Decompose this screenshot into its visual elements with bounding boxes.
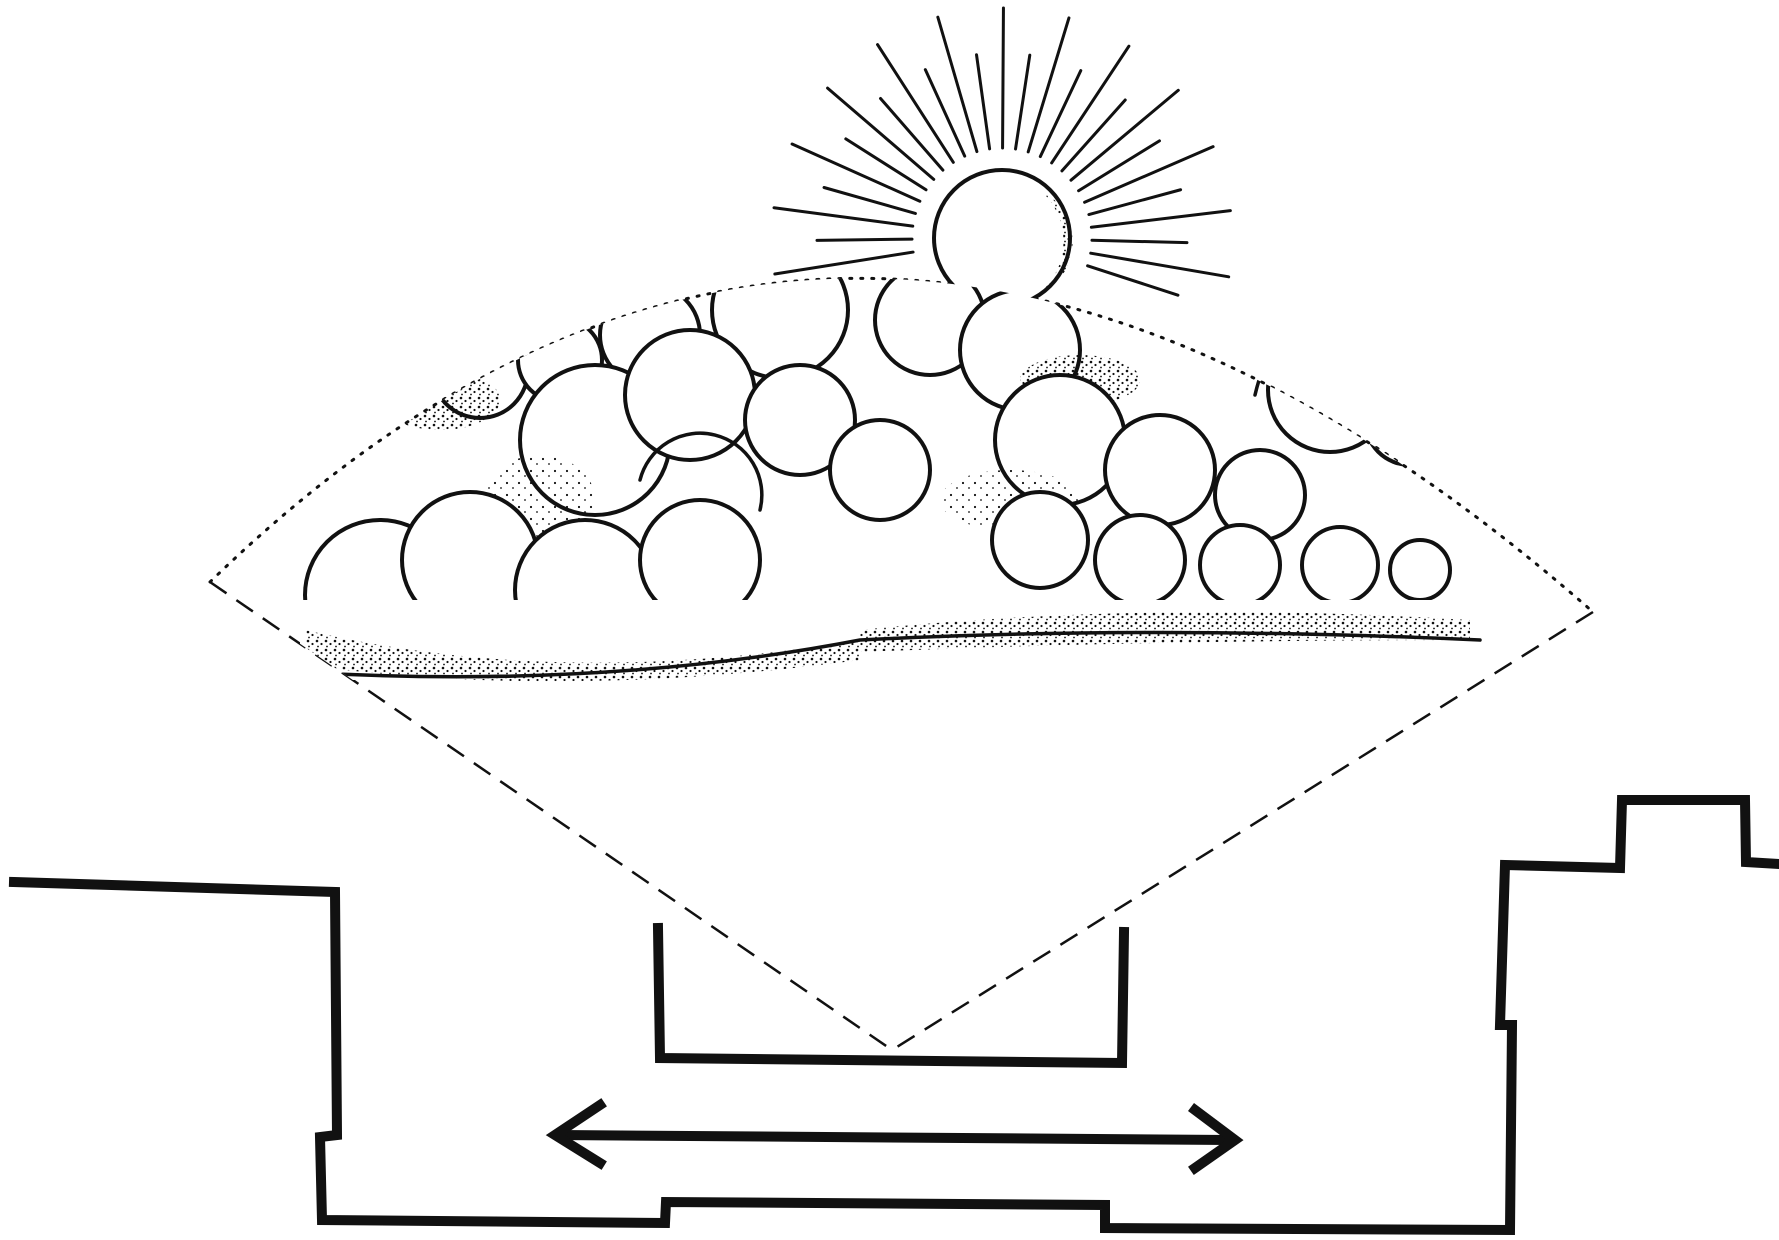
- sun-ray: [1003, 8, 1004, 148]
- sun-ray: [817, 239, 912, 240]
- courtyard-opening: [658, 928, 1124, 1063]
- double-headed-arrow: [555, 1105, 1235, 1168]
- sun-ray: [1092, 240, 1187, 242]
- sun-ray: [1028, 18, 1069, 152]
- sun-icon: [774, 8, 1230, 306]
- sun-ray: [1079, 141, 1160, 191]
- sun-ray: [824, 188, 915, 214]
- sun-ray: [846, 139, 926, 190]
- sun-ray: [775, 252, 913, 274]
- sun-ray: [925, 70, 964, 156]
- sun-ray: [1040, 71, 1080, 157]
- sun-ray: [1016, 55, 1030, 149]
- sun-ray: [774, 208, 913, 226]
- sun-ray: [938, 17, 977, 151]
- building-section: [14, 800, 1779, 1230]
- left-building-outline: [14, 800, 1779, 1230]
- sun-ray: [1071, 90, 1178, 180]
- sun-ray: [1091, 211, 1230, 228]
- clouds: [300, 242, 1480, 681]
- sun-ray: [1088, 266, 1178, 295]
- sun-ray: [977, 55, 990, 149]
